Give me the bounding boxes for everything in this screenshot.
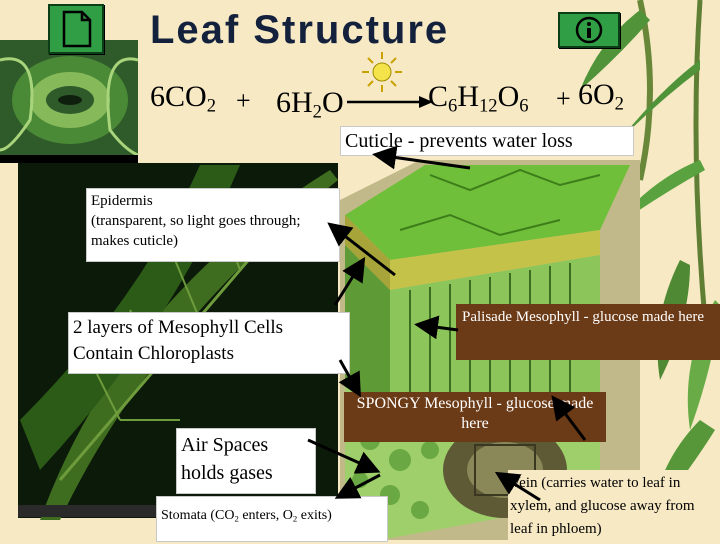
page-nav-button[interactable]	[48, 4, 104, 54]
epidermis-arrow	[327, 222, 396, 277]
stoma-micrograph	[0, 40, 139, 163]
equation-plus-2: +	[556, 84, 571, 113]
reaction-arrow	[347, 96, 433, 108]
equation-reactant-h2o: 6H2O	[276, 86, 344, 123]
mesophyll-arrow-lower	[338, 359, 361, 398]
mesophyll-arrow-upper	[333, 256, 366, 306]
vein-label: Vein (carries water to leaf in xylem, an…	[508, 470, 718, 544]
cuticle-arrow	[372, 145, 471, 170]
air-spaces-label: Air Spaces holds gases	[176, 428, 316, 494]
palisade-label: Palisade Mesophyll - glucose made here	[456, 304, 720, 360]
stomata-arrow	[334, 473, 381, 499]
sun-icon	[362, 52, 402, 92]
spongy-arrow	[551, 395, 587, 441]
mesophyll-label: 2 layers of Mesophyll Cells Contain Chlo…	[68, 312, 350, 374]
air-spaces-arrow	[307, 438, 381, 474]
equation-plus-1: +	[236, 86, 251, 115]
epidermis-label: Epidermis (transparent, so light goes th…	[86, 188, 340, 262]
equation-reactant-co2: 6CO2	[150, 80, 216, 117]
stomata-label: Stomata (CO2 enters, O2 exits)	[156, 496, 388, 542]
page-title: Leaf Structure	[150, 8, 450, 52]
palisade-arrow	[414, 315, 459, 340]
equation-product-glucose: C6H12O6	[428, 80, 529, 117]
info-icon	[575, 16, 603, 44]
info-button[interactable]	[558, 12, 620, 48]
page-icon	[62, 10, 92, 48]
vein-arrow	[494, 471, 541, 502]
equation-product-o2: 6O2	[578, 78, 624, 115]
